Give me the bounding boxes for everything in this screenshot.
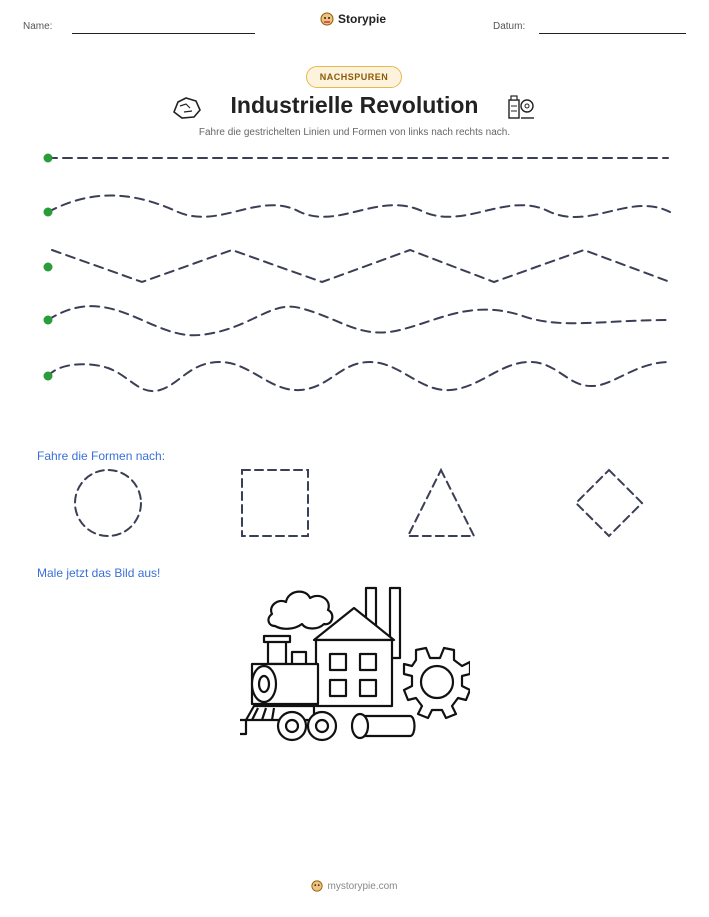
storypie-mascot-icon (320, 12, 334, 26)
date-label: Datum: (493, 21, 526, 32)
factory-train-gear-picture (240, 586, 470, 742)
brand-name: Storypie (338, 12, 387, 26)
tracing-line-wave (47, 194, 671, 218)
page-title: Industrielle Revolution (230, 92, 479, 118)
start-dot (43, 315, 53, 325)
start-dot (43, 153, 53, 163)
activity-badge: NACHSPUREN (306, 66, 402, 88)
shapes-section-label: Fahre die Formen nach: (37, 449, 166, 463)
instructions-text: Fahre die gestrichelten Linien und Forme… (198, 127, 511, 138)
tracing-shapes (74, 467, 644, 538)
storypie-mascot-icon (311, 880, 324, 892)
name-line[interactable] (72, 33, 255, 34)
tracing-line-bumps (47, 360, 671, 393)
coloring-section-label: Male jetzt das Bild aus! (37, 566, 161, 580)
coal-icon (173, 97, 201, 119)
tracing-line-zigzag (51, 248, 671, 284)
footer: mystorypie.com (0, 880, 709, 892)
start-dot (43, 207, 53, 217)
triangle-icon (406, 467, 476, 537)
diamond-icon (574, 468, 644, 538)
tracing-line-curve (47, 305, 671, 337)
date-line[interactable] (539, 33, 686, 34)
factory-icon (508, 95, 534, 119)
circle-icon (74, 469, 142, 537)
brand-logo: Storypie (320, 12, 386, 26)
footer-url[interactable]: mystorypie.com (327, 880, 398, 892)
name-label: Name: (23, 21, 53, 32)
tracing-lines (43, 153, 671, 393)
start-dot (43, 262, 53, 272)
square-icon (241, 469, 309, 537)
start-dot (43, 371, 53, 381)
